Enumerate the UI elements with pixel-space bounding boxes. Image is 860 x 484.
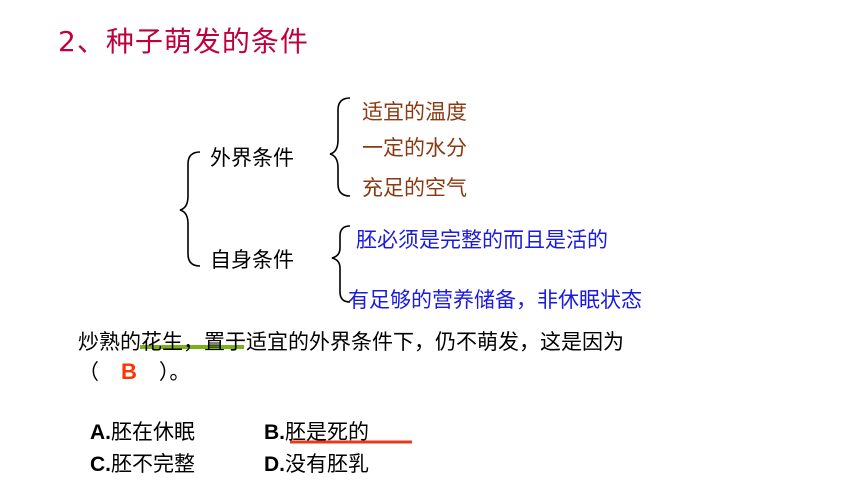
- answer-letter: B: [121, 359, 137, 384]
- external-brace: [329, 97, 351, 197]
- option-text: 没有胚乳: [285, 453, 369, 476]
- question-text: 炒熟的花生，置于适宜的外界条件下，仍不萌发，这是因为: [78, 330, 624, 354]
- paren-open: （: [78, 360, 99, 384]
- internal-conditions-label: 自身条件: [210, 248, 294, 272]
- option-text: 胚不完整: [111, 453, 195, 476]
- option-text: 胚是死的: [285, 421, 369, 444]
- external-conditions-label: 外界条件: [210, 146, 294, 170]
- option-letter: A.: [90, 421, 111, 444]
- option-text: 胚在休眠: [111, 421, 195, 444]
- option-d: D.没有胚乳: [264, 448, 369, 478]
- paren-close: ）。: [158, 360, 191, 384]
- page-title: 2、种子萌发的条件: [58, 25, 309, 58]
- outer-brace: [179, 151, 201, 267]
- external-item: 一定的水分: [362, 136, 467, 160]
- option-a: A.胚在休眠: [90, 416, 195, 446]
- external-item: 适宜的温度: [362, 100, 467, 124]
- option-letter: D.: [264, 453, 285, 476]
- internal-item: 有足够的营养储备，非休眠状态: [348, 288, 642, 312]
- option-letter: C.: [90, 453, 111, 476]
- external-item: 充足的空气: [362, 176, 467, 200]
- option-c: C.胚不完整: [90, 448, 195, 478]
- option-b: B.胚是死的: [264, 416, 369, 446]
- option-letter: B.: [264, 421, 285, 444]
- question-answer-line: （ B ）。: [78, 356, 190, 386]
- internal-item: 胚必须是完整的而且是活的: [356, 228, 608, 252]
